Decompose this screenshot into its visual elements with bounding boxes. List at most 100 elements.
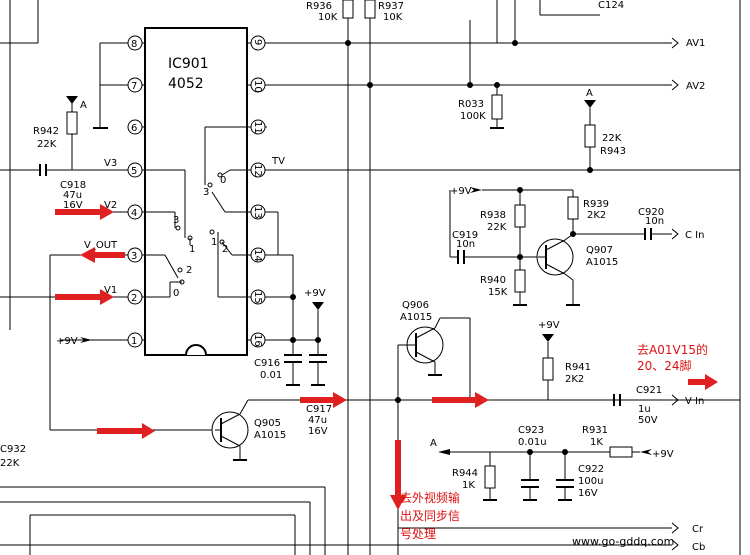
net-p9v-r931: +9V — [652, 449, 674, 460]
c916-c917 — [284, 354, 327, 386]
net-a1: A — [80, 100, 87, 111]
bottom-network — [450, 446, 640, 501]
note-ext-line2: 出及同步信 — [400, 509, 460, 523]
pin-2: 2 — [131, 293, 137, 304]
watermark: www.go-gddq.com — [572, 535, 674, 548]
c919-name: C919 — [452, 230, 478, 241]
note-a01-line2: 20、24脚 — [637, 358, 692, 373]
note-a01-line1: 去A01V15的 — [637, 342, 708, 357]
net-v1: V1 — [104, 285, 117, 296]
c916-value: 0.01 — [260, 370, 282, 381]
ic901: IC901 4052 — [144, 27, 248, 356]
cr-cb-wiring — [0, 522, 679, 551]
pin-14: 14 — [252, 249, 263, 262]
sw-left-1: 1 — [189, 244, 195, 255]
r941-value: 2K2 — [565, 374, 584, 385]
r941-name: R941 — [565, 362, 591, 373]
gnd-arrow-a1: A — [66, 96, 87, 111]
net-tv: TV — [271, 156, 285, 167]
pin-13: 13 — [252, 206, 263, 219]
sw-right-3: 3 — [203, 187, 209, 198]
r943-value: 22K — [602, 133, 622, 144]
q906-name: Q906 — [402, 300, 429, 311]
r941-c921 — [542, 342, 679, 406]
c920-value: 10n — [645, 216, 664, 227]
bottom-junctions — [527, 449, 568, 455]
net-av2: AV2 — [686, 81, 705, 92]
c917-name: C917 — [306, 404, 332, 415]
c922-volt: 16V — [578, 488, 598, 499]
c932-name: C932 — [0, 444, 26, 455]
net-av1: AV1 — [686, 38, 705, 49]
p9v-arrow-r931 — [640, 449, 652, 455]
net-v2: V2 — [104, 200, 117, 211]
ic-internal-switches — [145, 126, 247, 298]
net-cr: Cr — [692, 524, 704, 535]
c918-volt: 16V — [63, 200, 83, 211]
sw-right-2: 2 — [222, 244, 228, 255]
net-p9v-q907: +9V — [450, 186, 472, 197]
q907-name: Q907 — [586, 245, 613, 256]
sw-left-3: 3 — [173, 215, 179, 226]
q905-part: A1015 — [254, 430, 286, 441]
left-wires — [0, 0, 326, 555]
net-a2: A — [586, 88, 593, 99]
sw-right-0: 0 — [220, 175, 226, 186]
av-wiring — [267, 0, 741, 555]
pin-12: 12 — [252, 164, 263, 177]
r939-value: 2K2 — [587, 210, 606, 221]
sw-left-2: 2 — [186, 265, 192, 276]
note-ext-line1: 去外视频输 — [400, 490, 460, 505]
r931-name: R931 — [582, 425, 608, 436]
r931-value: 1K — [590, 437, 603, 448]
net-a3-arrow — [438, 449, 450, 455]
net-p9v-left: +9V — [56, 336, 78, 347]
r936-name: R936 — [306, 1, 332, 12]
pin-16: 16 — [252, 334, 263, 347]
net-vout: V_OUT — [84, 240, 118, 251]
gnd-arrow-a2: A — [584, 88, 596, 108]
ic-left-pins — [127, 35, 145, 348]
note-ext-line3: 号处理 — [400, 527, 436, 541]
r033-value: 100K — [460, 111, 486, 122]
r944-name: R944 — [452, 468, 478, 479]
red-notes: 去A01V15的 20、24脚 去外视频输 出及同步信 号处理 — [400, 342, 708, 541]
c932-value: 22K — [0, 458, 20, 469]
q905-name: Q905 — [254, 418, 281, 429]
pin-7: 7 — [131, 81, 137, 92]
net-vin: V In — [685, 396, 704, 407]
c921-volt: 50V — [638, 415, 658, 426]
net-cb: Cb — [692, 542, 705, 553]
c916-name: C916 — [254, 358, 280, 369]
q907-area — [449, 189, 679, 306]
r940-name: R940 — [480, 275, 506, 286]
r939-name: R939 — [583, 199, 609, 210]
pin-8: 8 — [131, 39, 137, 50]
c922-name: C922 — [578, 464, 604, 475]
r942-value: 22K — [37, 139, 57, 150]
q906-area — [397, 317, 471, 400]
net-v3: V3 — [104, 158, 117, 169]
r944-value: 1K — [462, 480, 475, 491]
ic-switch-labels: 3 0 2 1 0 3 1 2 — [173, 175, 228, 299]
c917-value: 47u — [308, 415, 327, 426]
c920-name: C920 — [638, 207, 664, 218]
pin-9: 9 — [252, 39, 263, 45]
net-p9v-c917: +9V — [304, 288, 326, 299]
p9v-arrow-left — [80, 337, 92, 343]
left-wiring — [0, 42, 215, 431]
r937-name: R937 — [378, 1, 404, 12]
r936-value: 10K — [318, 12, 338, 23]
ic-left-pin-labels: 8 7 6 5 4 3 2 1 — [131, 39, 137, 347]
pin-10: 10 — [252, 80, 263, 93]
pin-5: 5 — [131, 166, 137, 177]
av-connectors — [671, 37, 679, 91]
pin-1: 1 — [131, 336, 137, 347]
r938-value: 22K — [487, 222, 507, 233]
c923-name: C923 — [518, 425, 544, 436]
av-junctions — [290, 40, 593, 403]
r940-value: 15K — [488, 287, 508, 298]
q907-part: A1015 — [586, 257, 618, 268]
c921-value: 1u — [638, 404, 651, 415]
pin-3: 3 — [131, 251, 137, 262]
